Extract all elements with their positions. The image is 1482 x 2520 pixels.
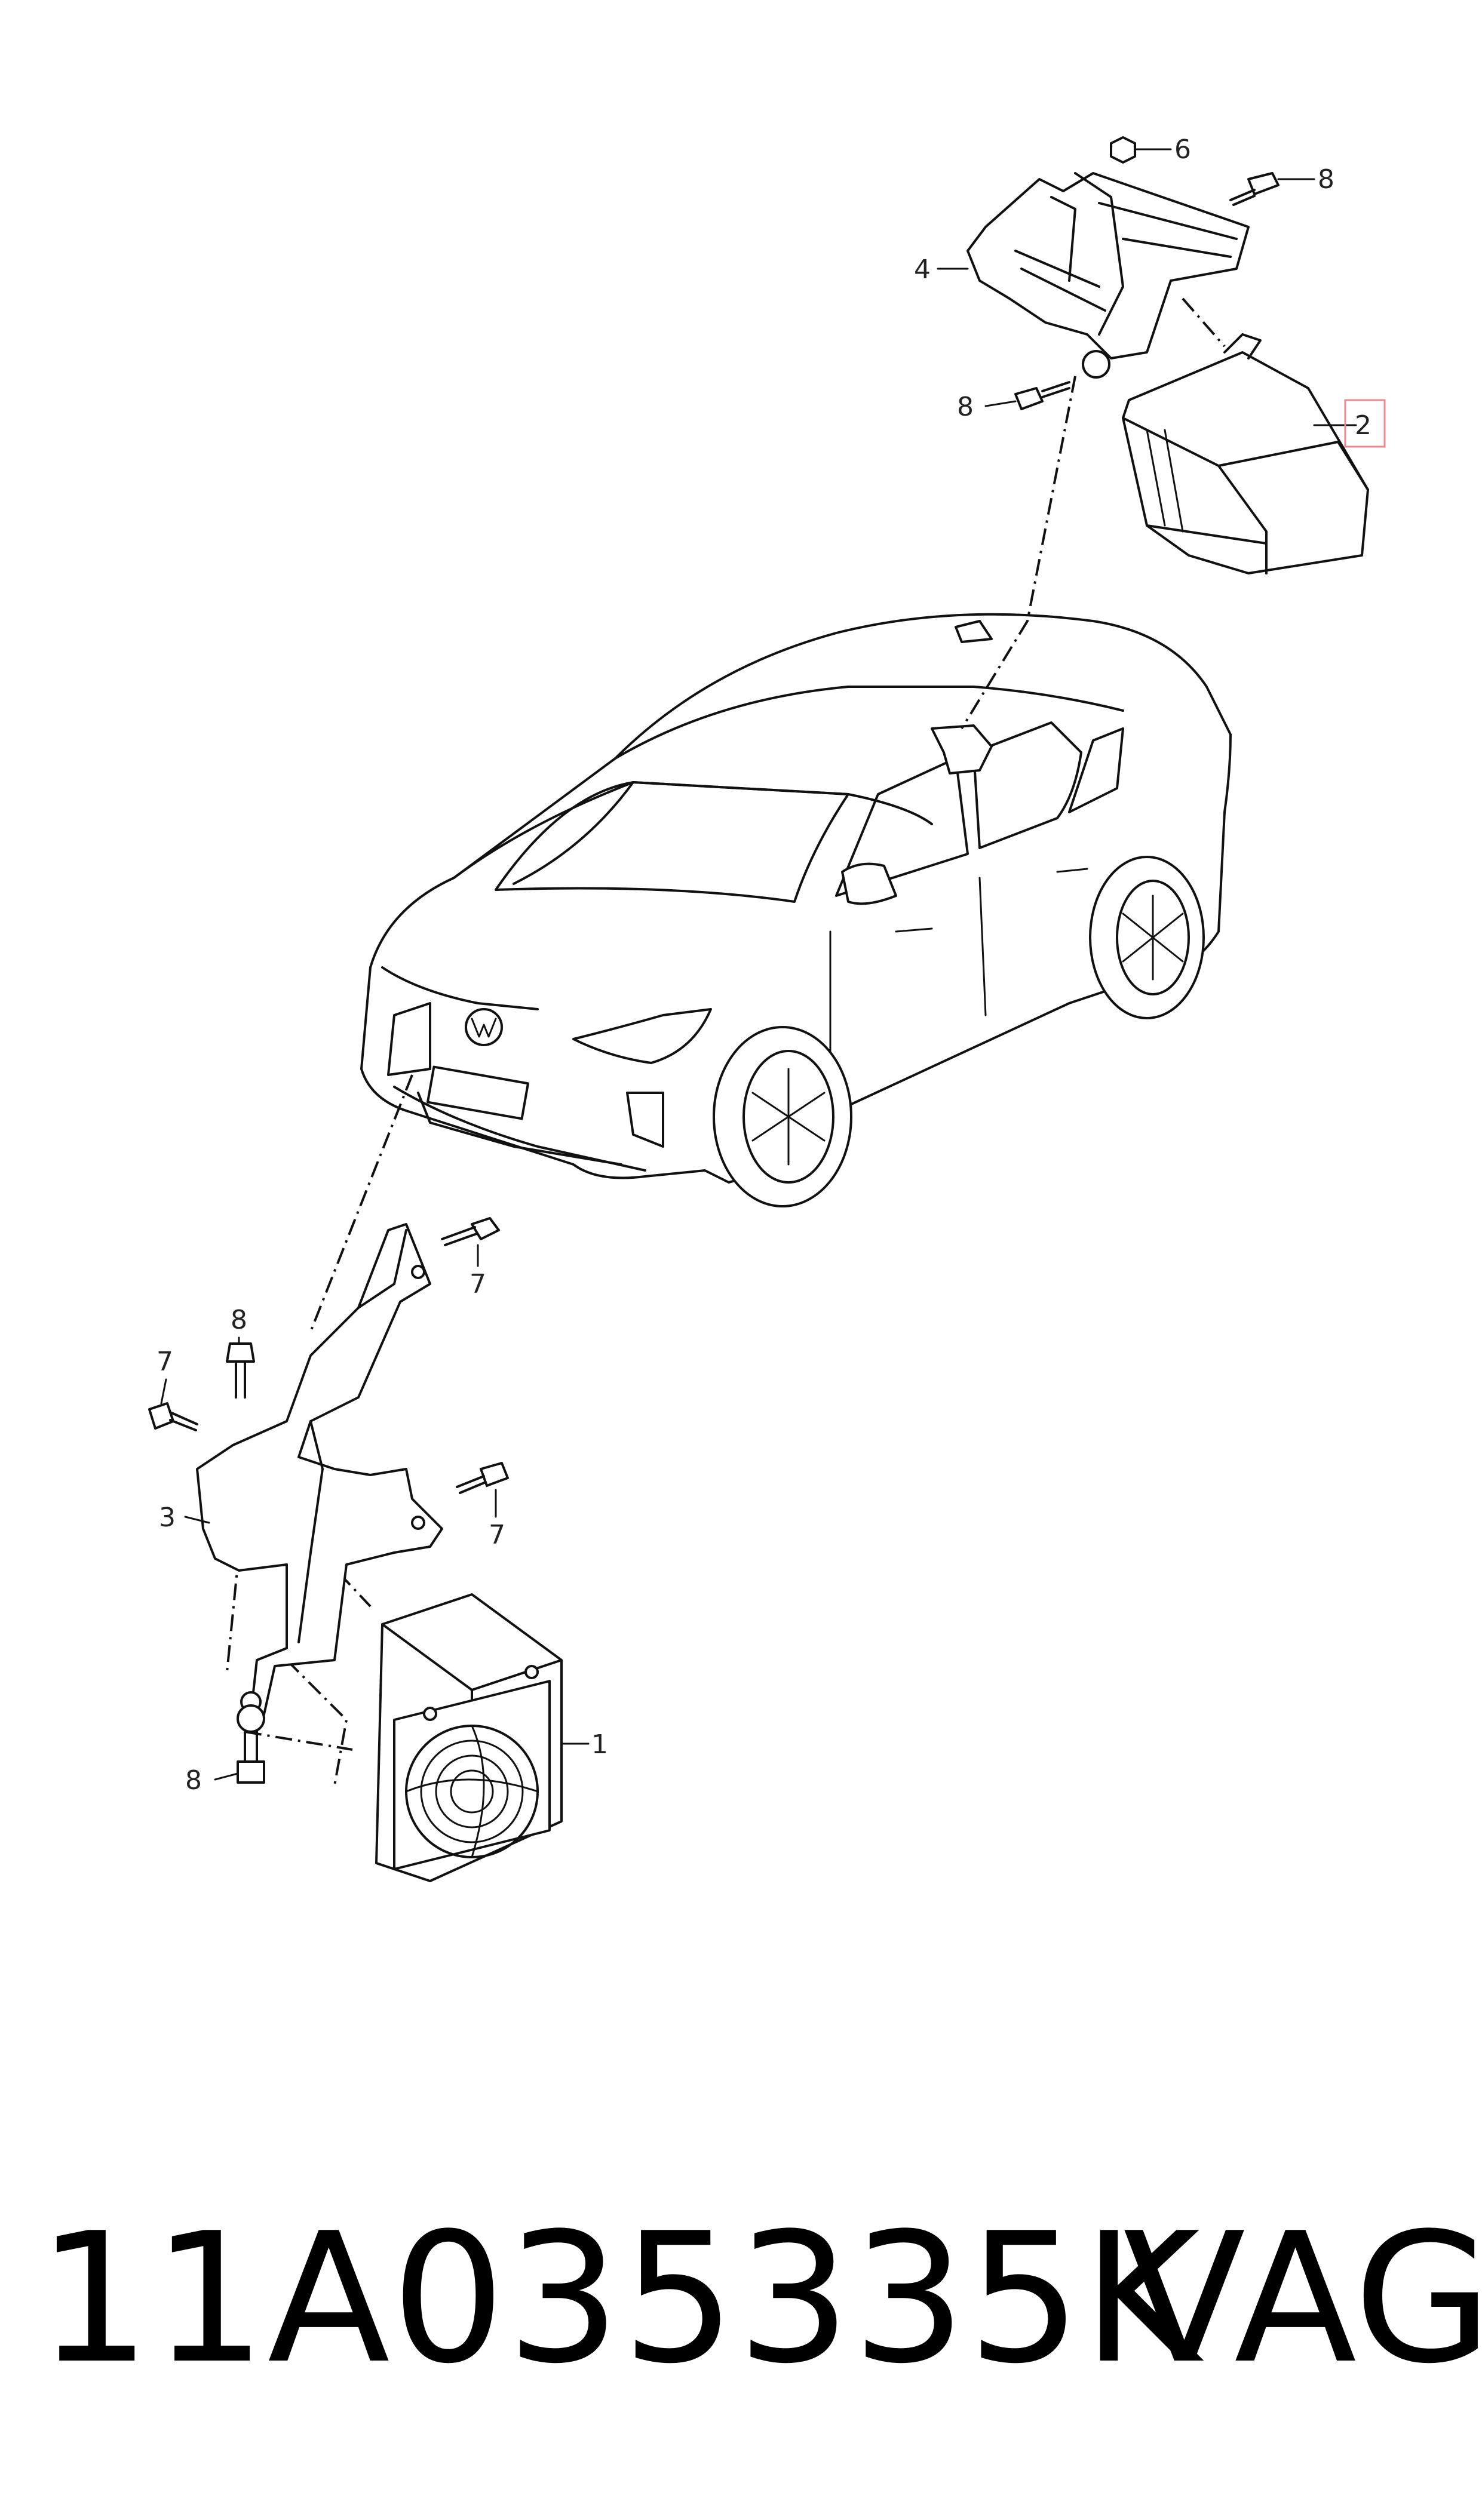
callout-7-lower: 7 <box>489 1520 505 1550</box>
bolt-7-left-icon <box>148 1402 198 1431</box>
callout-8-vertical: 8 <box>231 1305 247 1335</box>
vehicle-illustration <box>360 613 1232 1207</box>
assembly-leader-lines <box>226 297 1226 1786</box>
callout-2-highlight-box <box>1344 399 1386 448</box>
callout-8-top-right: 8 <box>1318 164 1334 195</box>
callout-6: 6 <box>1174 134 1191 165</box>
callout-8-bottom: 8 <box>185 1765 202 1796</box>
fasteners <box>148 136 1280 1784</box>
radar-sensor-part-1 <box>375 1593 563 1882</box>
nut-6-icon <box>1110 136 1136 164</box>
callout-labels: 6 8 4 8 2 7 8 7 3 7 8 1 <box>157 134 1386 1796</box>
bolt-8-top-right-icon <box>1229 172 1280 206</box>
callout-3: 3 <box>159 1502 176 1533</box>
callout-7-upper: 7 <box>470 1269 486 1299</box>
callout-2: 2 <box>1355 410 1371 441</box>
bracket-part-3 <box>196 1223 443 1733</box>
callout-8-left: 8 <box>957 392 974 422</box>
callout-7-left: 7 <box>157 1347 173 1377</box>
callout-1: 1 <box>591 1729 608 1760</box>
part-number: 11A035335K <box>37 2195 1201 2403</box>
callout-leaders <box>160 148 1357 1781</box>
bolt-7-lower-icon <box>456 1462 509 1494</box>
brand-name: VAG <box>1123 2195 1482 2403</box>
bolt-8-bottom-icon <box>237 1731 265 1784</box>
control-unit-part-2 <box>1122 333 1369 574</box>
bolt-8-left-icon <box>1014 381 1070 410</box>
bolt-7-upper-icon <box>441 1217 500 1246</box>
callout-4: 4 <box>914 254 931 285</box>
bracket-part-4 <box>966 172 1250 379</box>
bolt-8-vertical-icon <box>226 1342 255 1399</box>
